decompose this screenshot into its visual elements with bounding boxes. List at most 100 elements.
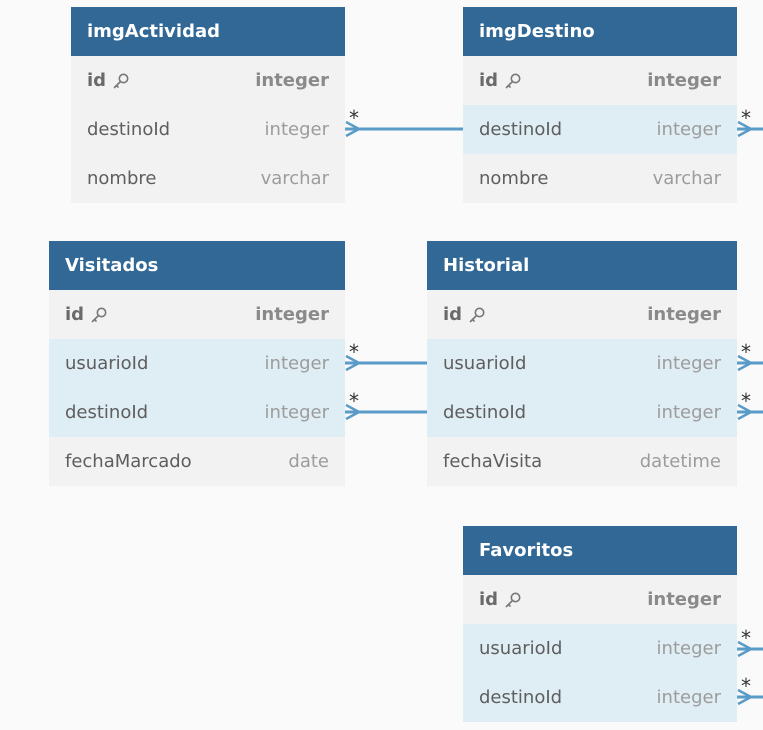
- crow-foot-many-marker: [737, 640, 753, 658]
- table-title: Historial: [427, 241, 737, 290]
- field-row-id[interactable]: id integer: [49, 290, 345, 339]
- field-row-nombre[interactable]: nombre varchar: [463, 154, 737, 203]
- field-row-id[interactable]: id integer: [463, 575, 737, 624]
- cardinality-many-label: *: [349, 389, 359, 413]
- field-name: destinoId: [479, 119, 562, 140]
- field-type: integer: [656, 119, 721, 140]
- field-row-nombre[interactable]: nombre varchar: [71, 154, 345, 203]
- cardinality-many-label: *: [741, 674, 751, 698]
- field-row-fechaMarcado[interactable]: fechaMarcado date: [49, 437, 345, 486]
- field-type: integer: [264, 119, 329, 140]
- field-row-fechaVisita[interactable]: fechaVisita datetime: [427, 437, 737, 486]
- primary-key-icon: [469, 307, 485, 322]
- link-Visitados-usuarioId: *: [345, 340, 427, 372]
- field-type: varchar: [260, 168, 329, 189]
- field-type: integer: [656, 402, 721, 423]
- field-name: id: [479, 70, 522, 91]
- field-type: integer: [656, 687, 721, 708]
- field-name: id: [87, 70, 130, 91]
- primary-key-icon: [505, 73, 521, 88]
- table-Visitados[interactable]: Visitados id integer usuarioId integer destin…: [49, 241, 345, 486]
- field-name-text: usuarioId: [65, 353, 149, 374]
- field-name-text: id: [65, 304, 85, 325]
- link-Historial-usuarioId-out: *: [737, 340, 763, 372]
- field-type: date: [288, 451, 329, 472]
- field-name-text: destinoId: [479, 687, 563, 708]
- link-Visitados-destinoId: *: [345, 389, 427, 421]
- cardinality-many-label: *: [349, 106, 359, 130]
- cardinality-many-label: *: [741, 340, 751, 364]
- crow-foot-many-marker: [345, 120, 361, 138]
- table-title: Favoritos: [463, 526, 737, 575]
- field-name: id: [443, 304, 486, 325]
- field-name-text: fechaMarcado: [65, 451, 192, 472]
- crow-foot-many-marker: [737, 354, 753, 372]
- crow-foot-many-marker: [345, 354, 361, 372]
- field-name-text: id: [479, 589, 499, 610]
- field-type: integer: [255, 70, 329, 91]
- cardinality-many-label: *: [741, 106, 751, 130]
- primary-key-icon: [113, 73, 129, 88]
- cardinality-many-label: *: [741, 626, 751, 650]
- link-imgDestino-out: *: [737, 106, 763, 138]
- field-row-destinoId[interactable]: destinoId integer: [463, 673, 737, 722]
- field-name: destinoId: [479, 687, 562, 708]
- field-type: integer: [255, 304, 329, 325]
- field-row-destinoId[interactable]: destinoId integer: [427, 388, 737, 437]
- link-Favoritos-destinoId-out: *: [737, 674, 763, 706]
- field-name-text: destinoId: [443, 402, 527, 423]
- field-name: usuarioId: [65, 353, 148, 374]
- table-title: imgActividad: [71, 7, 345, 56]
- field-name-text: nombre: [87, 168, 157, 189]
- link-Favoritos-usuarioId-out: *: [737, 626, 763, 658]
- field-name: destinoId: [87, 119, 170, 140]
- link-imgActividad-imgDestino: *: [345, 106, 463, 138]
- field-name-text: usuarioId: [479, 638, 563, 659]
- field-name: id: [479, 589, 522, 610]
- field-row-usuarioId[interactable]: usuarioId integer: [49, 339, 345, 388]
- field-name: id: [65, 304, 108, 325]
- field-type: integer: [264, 353, 329, 374]
- field-row-usuarioId[interactable]: usuarioId integer: [427, 339, 737, 388]
- field-type: integer: [647, 304, 721, 325]
- primary-key-icon: [505, 592, 521, 607]
- field-row-destinoId[interactable]: destinoId integer: [71, 105, 345, 154]
- field-name: destinoId: [65, 402, 148, 423]
- field-name-text: destinoId: [479, 119, 563, 140]
- field-row-id[interactable]: id integer: [71, 56, 345, 105]
- field-name: usuarioId: [479, 638, 562, 659]
- field-name: destinoId: [443, 402, 526, 423]
- table-imgActividad[interactable]: imgActividad id integer destinoId integer nom…: [71, 7, 345, 203]
- field-row-id[interactable]: id integer: [427, 290, 737, 339]
- field-name: fechaVisita: [443, 451, 542, 472]
- field-type: datetime: [639, 451, 721, 472]
- field-type: integer: [656, 353, 721, 374]
- field-name-text: destinoId: [65, 402, 149, 423]
- crow-foot-many-marker: [345, 403, 361, 421]
- cardinality-many-label: *: [349, 340, 359, 364]
- field-row-destinoId[interactable]: destinoId integer: [463, 105, 737, 154]
- field-name-text: id: [87, 70, 107, 91]
- table-title: Visitados: [49, 241, 345, 290]
- field-name: fechaMarcado: [65, 451, 192, 472]
- field-name: nombre: [479, 168, 548, 189]
- field-row-usuarioId[interactable]: usuarioId integer: [463, 624, 737, 673]
- field-name-text: destinoId: [87, 119, 171, 140]
- primary-key-icon: [91, 307, 107, 322]
- field-name-text: usuarioId: [443, 353, 527, 374]
- field-name-text: nombre: [479, 168, 549, 189]
- cardinality-many-label: *: [741, 389, 751, 413]
- field-type: varchar: [652, 168, 721, 189]
- crow-foot-many-marker: [737, 120, 753, 138]
- field-type: integer: [656, 638, 721, 659]
- field-name: nombre: [87, 168, 156, 189]
- link-Historial-destinoId-out: *: [737, 389, 763, 421]
- field-type: integer: [647, 589, 721, 610]
- crow-foot-many-marker: [737, 688, 753, 706]
- field-name-text: id: [443, 304, 463, 325]
